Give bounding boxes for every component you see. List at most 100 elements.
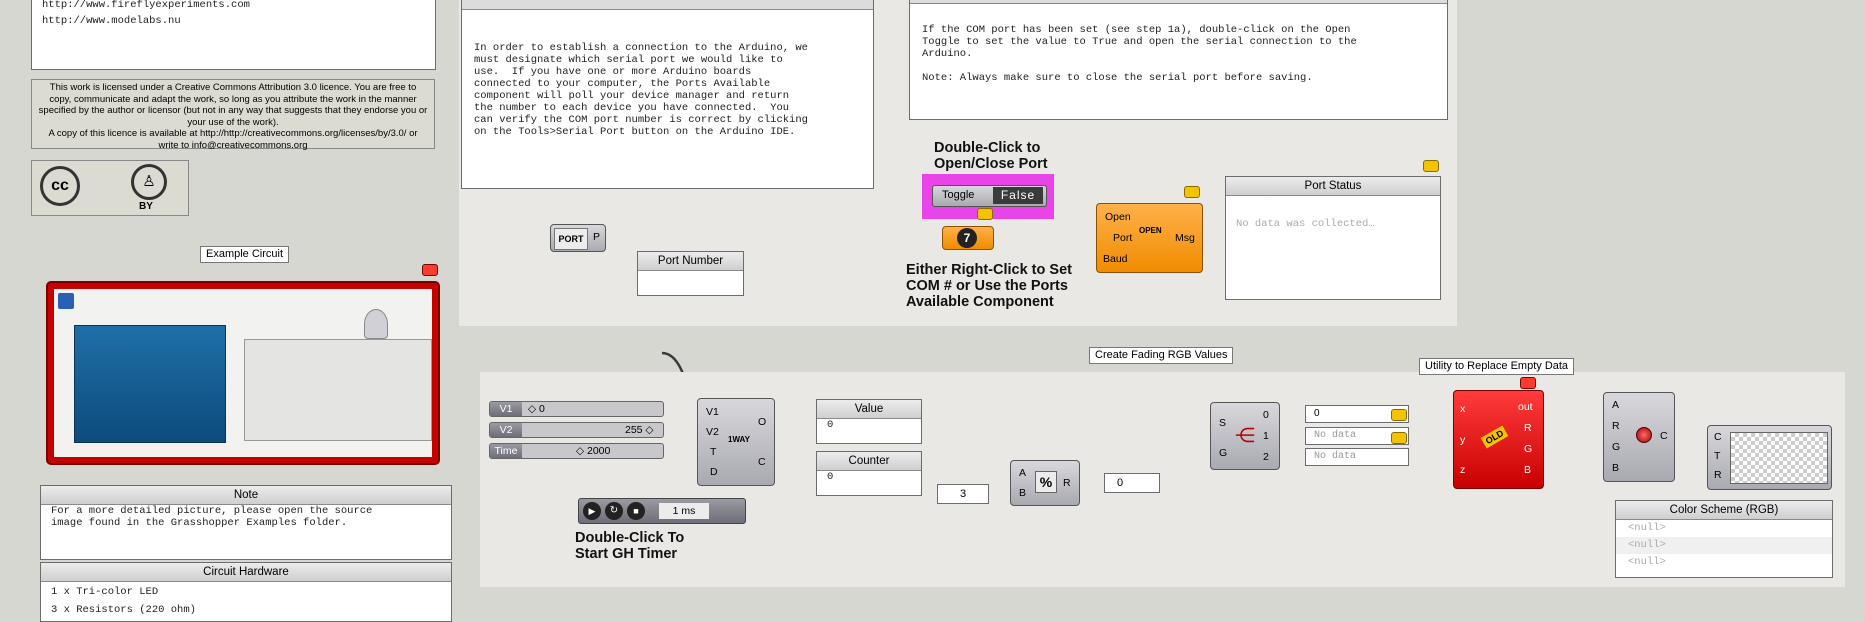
example-circuit-label: Example Circuit (200, 246, 290, 263)
stream-filter-component[interactable]: S G ⋲ 0 1 2 (1210, 402, 1280, 470)
msg-output-label: Msg (1175, 232, 1195, 244)
stop-icon[interactable]: ■ (627, 502, 645, 520)
hardware-line-2: 3 x Resistors (220 ohm) (51, 604, 196, 616)
fader-input-t: T (710, 446, 717, 458)
slider-v2[interactable]: V2 255 ◇ (489, 422, 664, 438)
counter-title: Counter (817, 452, 921, 471)
replace-output-b: B (1524, 464, 1532, 476)
color-output-c: C (1660, 430, 1668, 442)
value-text: 0 (827, 419, 834, 431)
credits-panel[interactable]: http://www.fireflyexperiments.com http:/… (31, 0, 436, 70)
modulo-input-b: B (1019, 487, 1027, 499)
color-scheme-item: <null> (1628, 556, 1666, 568)
warning-flag-icon (1391, 432, 1407, 444)
slider-v2-value: 255 ◇ (625, 424, 654, 436)
stream-value-0[interactable]: 0 (1305, 405, 1409, 423)
port-input-label: Port (1113, 232, 1133, 244)
value-panel[interactable]: Value 0 (816, 399, 922, 444)
slider-time-name: Time (490, 444, 522, 458)
timer-hint: Double-Click To Start GH Timer (575, 530, 685, 562)
slider-time-value: ◇ 2000 (576, 445, 611, 457)
port-output-label: P (593, 231, 601, 243)
modulo-output-r: R (1063, 477, 1071, 489)
color-input-g: G (1612, 441, 1621, 453)
error-flag-icon (1520, 377, 1536, 389)
hardware-line-1: 1 x Tri-color LED (51, 586, 159, 598)
color-scheme-item: <null> (1628, 522, 1666, 534)
fader-input-v1: V1 (706, 406, 719, 418)
fader-input-d: D (710, 466, 718, 478)
color-input-a: A (1612, 399, 1620, 411)
timer-component[interactable]: ▶ ↻ ■ 1 ms (578, 498, 746, 524)
fader-output-c: C (758, 456, 766, 468)
port-number-title: Port Number (638, 252, 743, 271)
com-number-input[interactable]: 7 (942, 226, 994, 250)
credits-url-2: http://www.modelabs.nu (42, 15, 181, 27)
swatch-input-r: R (1714, 469, 1722, 481)
replace-empty-component[interactable]: x y z OLD out R G B (1453, 390, 1544, 489)
connection-note-text: In order to establish a connection to th… (474, 42, 808, 138)
hardware-panel[interactable]: Circuit Hardware 1 x Tri-color LED 3 x R… (40, 562, 452, 622)
license-panel[interactable]: This work is licensed under a Creative C… (31, 79, 435, 151)
fader-output-o: O (758, 416, 767, 428)
reset-icon[interactable]: ↻ (605, 502, 623, 520)
color-scheme-title: Color Scheme (RGB) (1616, 501, 1832, 520)
note-text: For a more detailed picture, please open… (51, 505, 373, 529)
modulo-input-a: A (1019, 467, 1027, 479)
cc-icon: cc (40, 166, 80, 206)
stream-output-1: 1 (1263, 430, 1269, 442)
stream-value-2[interactable]: No data (1305, 448, 1409, 466)
baud-input-label: Baud (1103, 253, 1128, 265)
warning-flag-icon (1184, 186, 1200, 198)
port-status-title: Port Status (1226, 177, 1440, 196)
example-circuit-image[interactable] (46, 281, 440, 465)
fader-component[interactable]: V1 V2 T D 1WAY O C (697, 398, 775, 486)
warning-flag-icon (1391, 409, 1407, 421)
timer-value: 1 ms (659, 503, 709, 519)
color-dot-icon (1636, 427, 1652, 443)
replace-output-r: R (1524, 422, 1532, 434)
play-icon[interactable]: ▶ (583, 502, 601, 520)
fading-label: Create Fading RGB Values (1089, 347, 1234, 364)
com-number-value: 7 (957, 228, 977, 248)
toggle-value[interactable]: False (993, 187, 1043, 204)
open-port-component[interactable]: Open Port Baud OPEN Msg (1096, 203, 1203, 273)
port-status-panel[interactable]: Port Status No data was collected… (1225, 176, 1441, 300)
modulo-b-value[interactable]: 3 (937, 484, 989, 504)
slider-v2-name: V2 (490, 423, 522, 437)
tri-color-led (364, 309, 388, 339)
modulo-component[interactable]: A B % R (1010, 460, 1080, 506)
stream-output-0: 0 (1263, 409, 1269, 421)
color-swatch-component[interactable]: C T R (1707, 425, 1832, 490)
stream-output-2: 2 (1263, 451, 1269, 463)
color-rgb-component[interactable]: A R G B C (1603, 392, 1675, 482)
stream-input-s: S (1219, 417, 1227, 429)
com-note-panel[interactable]: If the COM port has been set (see step 1… (909, 0, 1448, 120)
port-number-panel[interactable]: Port Number (637, 251, 744, 296)
color-input-b: B (1612, 462, 1620, 474)
stream-input-g: G (1219, 447, 1228, 459)
slider-v1[interactable]: V1 ◇ 0 (489, 401, 664, 417)
ports-available-component[interactable]: PORT P (550, 224, 606, 252)
breadboard (244, 339, 432, 441)
color-input-r: R (1612, 420, 1620, 432)
hardware-title: Circuit Hardware (41, 563, 451, 582)
toggle-hint: Double-Click to Open/Close Port (934, 140, 1048, 172)
slider-time[interactable]: Time ◇ 2000 (489, 443, 664, 459)
replace-input-x: x (1460, 403, 1466, 415)
stream-icon: ⋲ (1235, 425, 1255, 447)
save-icon[interactable] (58, 293, 74, 309)
color-scheme-panel[interactable]: Color Scheme (RGB) <null> <null> <null> (1615, 500, 1833, 578)
stream-value-1[interactable]: No data (1305, 427, 1409, 445)
arduino-board (74, 325, 226, 443)
warning-flag-icon (977, 208, 993, 220)
open-toggle[interactable]: Toggle False (932, 185, 1047, 207)
swatch-preview (1730, 432, 1828, 484)
note-panel[interactable]: Note For a more detailed picture, please… (40, 485, 452, 560)
credits-url-1: http://www.fireflyexperiments.com (42, 0, 250, 11)
swatch-input-c: C (1714, 431, 1722, 443)
connection-note-panel[interactable]: In order to establish a connection to th… (461, 0, 874, 189)
modulo-result[interactable]: 0 (1104, 473, 1160, 493)
value-title: Value (817, 400, 921, 419)
counter-panel[interactable]: Counter 0 (816, 451, 922, 496)
